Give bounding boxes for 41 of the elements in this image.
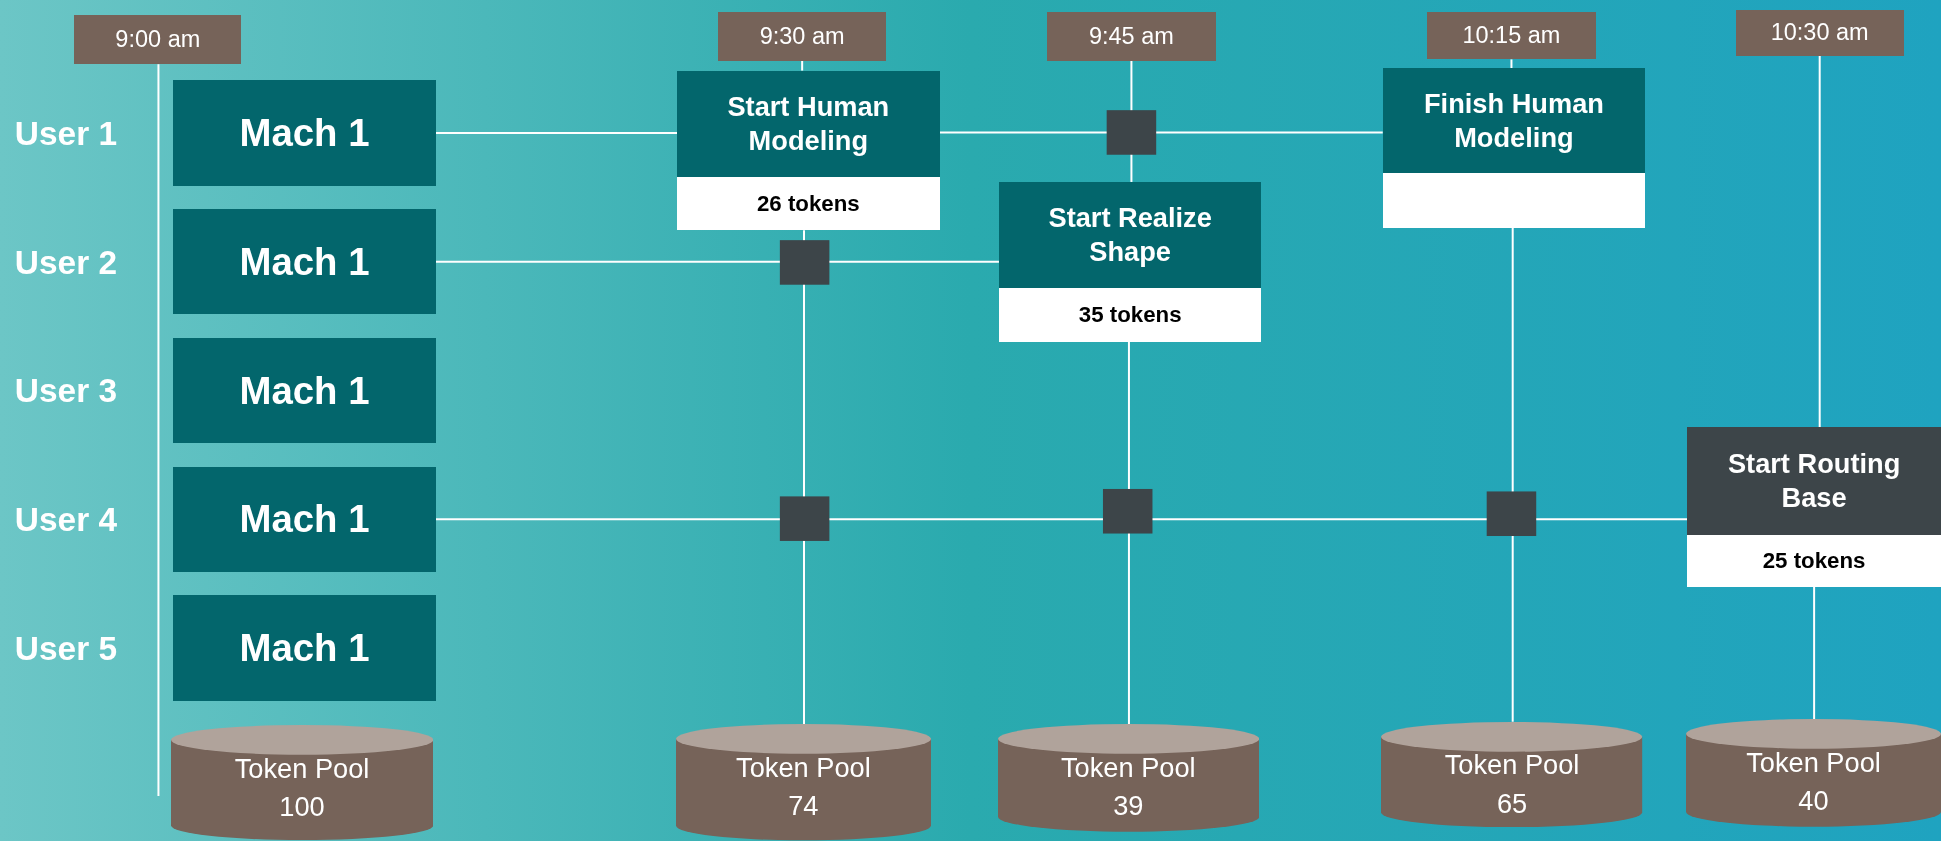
connector-line: [434, 260, 1000, 263]
event-title: Start Routing Base: [1687, 427, 1941, 535]
pool-label: Token Pool 100: [233, 752, 371, 825]
time-marker: 9:30 am: [717, 12, 887, 61]
pool-label: Token Pool 74: [735, 750, 872, 824]
event-card: [677, 70, 940, 231]
time-marker: 9:45 am: [1047, 12, 1216, 61]
token-count: 35 tokens: [1078, 302, 1182, 329]
row-label: User 3: [14, 371, 117, 411]
connector-line: [1511, 226, 1514, 723]
event-card: [998, 181, 1262, 342]
time-marker: 9:00 am: [74, 14, 242, 65]
machine-box: Mach 1: [173, 595, 436, 701]
machine-box: Mach 1: [173, 80, 436, 186]
event-title: Finish Human Modeling: [1382, 68, 1646, 174]
connector-line: [1127, 340, 1130, 726]
connector-line: [1510, 58, 1513, 70]
event-card: [1382, 68, 1646, 228]
pool-label: Token Pool 39: [1059, 750, 1197, 824]
time-marker: 10:30 am: [1735, 9, 1904, 56]
row-label: User 4: [14, 500, 117, 540]
machine-box: Mach 1: [173, 337, 436, 444]
row-label: User 2: [14, 242, 117, 283]
time-marker: 10:15 am: [1427, 12, 1596, 60]
pool-label: Token Pool 65: [1443, 748, 1581, 821]
event-title: Start Realize Shape: [998, 181, 1262, 289]
event-card: [1687, 427, 1941, 587]
row-label: User 1: [14, 113, 117, 154]
pool-label: Token Pool 40: [1745, 745, 1882, 819]
machine-box: Mach 1: [173, 209, 436, 315]
token-count: 26 tokens: [756, 190, 860, 217]
event-title: Start Human Modeling: [677, 70, 940, 177]
connector-line: [434, 132, 679, 135]
connector-line: [1818, 54, 1821, 429]
token-count: 25 tokens: [1762, 547, 1866, 574]
connector-line: [1813, 585, 1816, 721]
machine-box: Mach 1: [173, 466, 436, 572]
connector-line: [938, 131, 1384, 134]
connector-line: [801, 59, 804, 72]
row-label: User 5: [14, 628, 117, 669]
connector-line: [434, 518, 1689, 521]
